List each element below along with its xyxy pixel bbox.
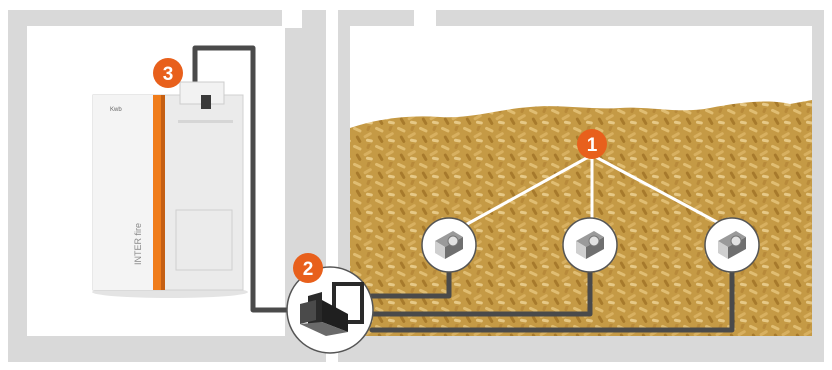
suction-probe-icon [422, 218, 476, 272]
boiler-logo: Kwb [110, 107, 122, 113]
badge-1: 1 [577, 129, 607, 159]
suction-probe-icon [563, 218, 617, 272]
pellet-boiler: Kwb INTER fire [92, 82, 248, 298]
badge-3-label: 3 [163, 64, 174, 85]
badge-2-label: 2 [303, 259, 314, 280]
badge-2: 2 [293, 253, 323, 283]
badge-3: 3 [153, 58, 183, 88]
badge-1-label: 1 [587, 135, 598, 156]
boiler-brand-label: INTER fire [133, 223, 143, 265]
suction-probe-icon [705, 218, 759, 272]
